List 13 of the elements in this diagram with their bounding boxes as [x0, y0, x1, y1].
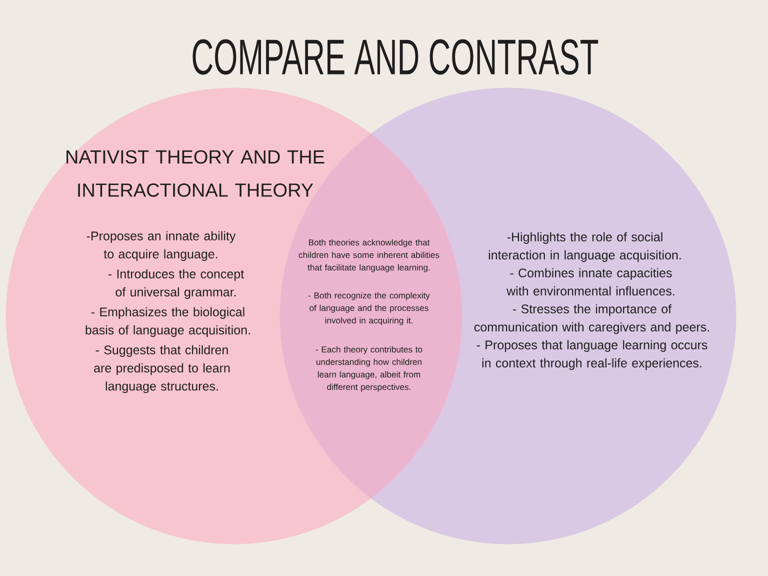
bullet-text: -Highlights the role of social interaction in language acquisition. — [488, 232, 681, 262]
bullet-text: Both theories acknowledge that children have some inherent abilities that facilitate language learning. — [298, 239, 440, 272]
bullet-text: - Each theory contributes to understanding how children learn language, albeit from different perspectives. — [316, 346, 422, 392]
bullet-text: - Emphasizes the biological basis of language acquisition. — [86, 307, 250, 337]
title: COMPARE AND CONTRAST — [192, 39, 598, 75]
bullet-text: - Stresses the importance of communication with caregivers and peers. — [474, 304, 709, 334]
bullet-text: - Both recognize the complexity of language and the processes involved in acquiring it. — [308, 292, 430, 326]
bullet-text: - Combines innate capacities with environmental influences. — [506, 268, 674, 296]
bullet-text: - Suggests that children are predisposed to learn language structures. — [94, 345, 230, 394]
bullet-text: - Proposes that language learning occurs in context through real-life experiences. — [476, 340, 708, 370]
bullet-text: -Proposes an innate ability to acquire language. — [86, 231, 236, 261]
heading: NATIVIST THEORY AND THE INTERACTIONAL THEORY — [66, 150, 324, 197]
bullet-text: - Introduces the concept of universal grammar. — [108, 269, 244, 299]
